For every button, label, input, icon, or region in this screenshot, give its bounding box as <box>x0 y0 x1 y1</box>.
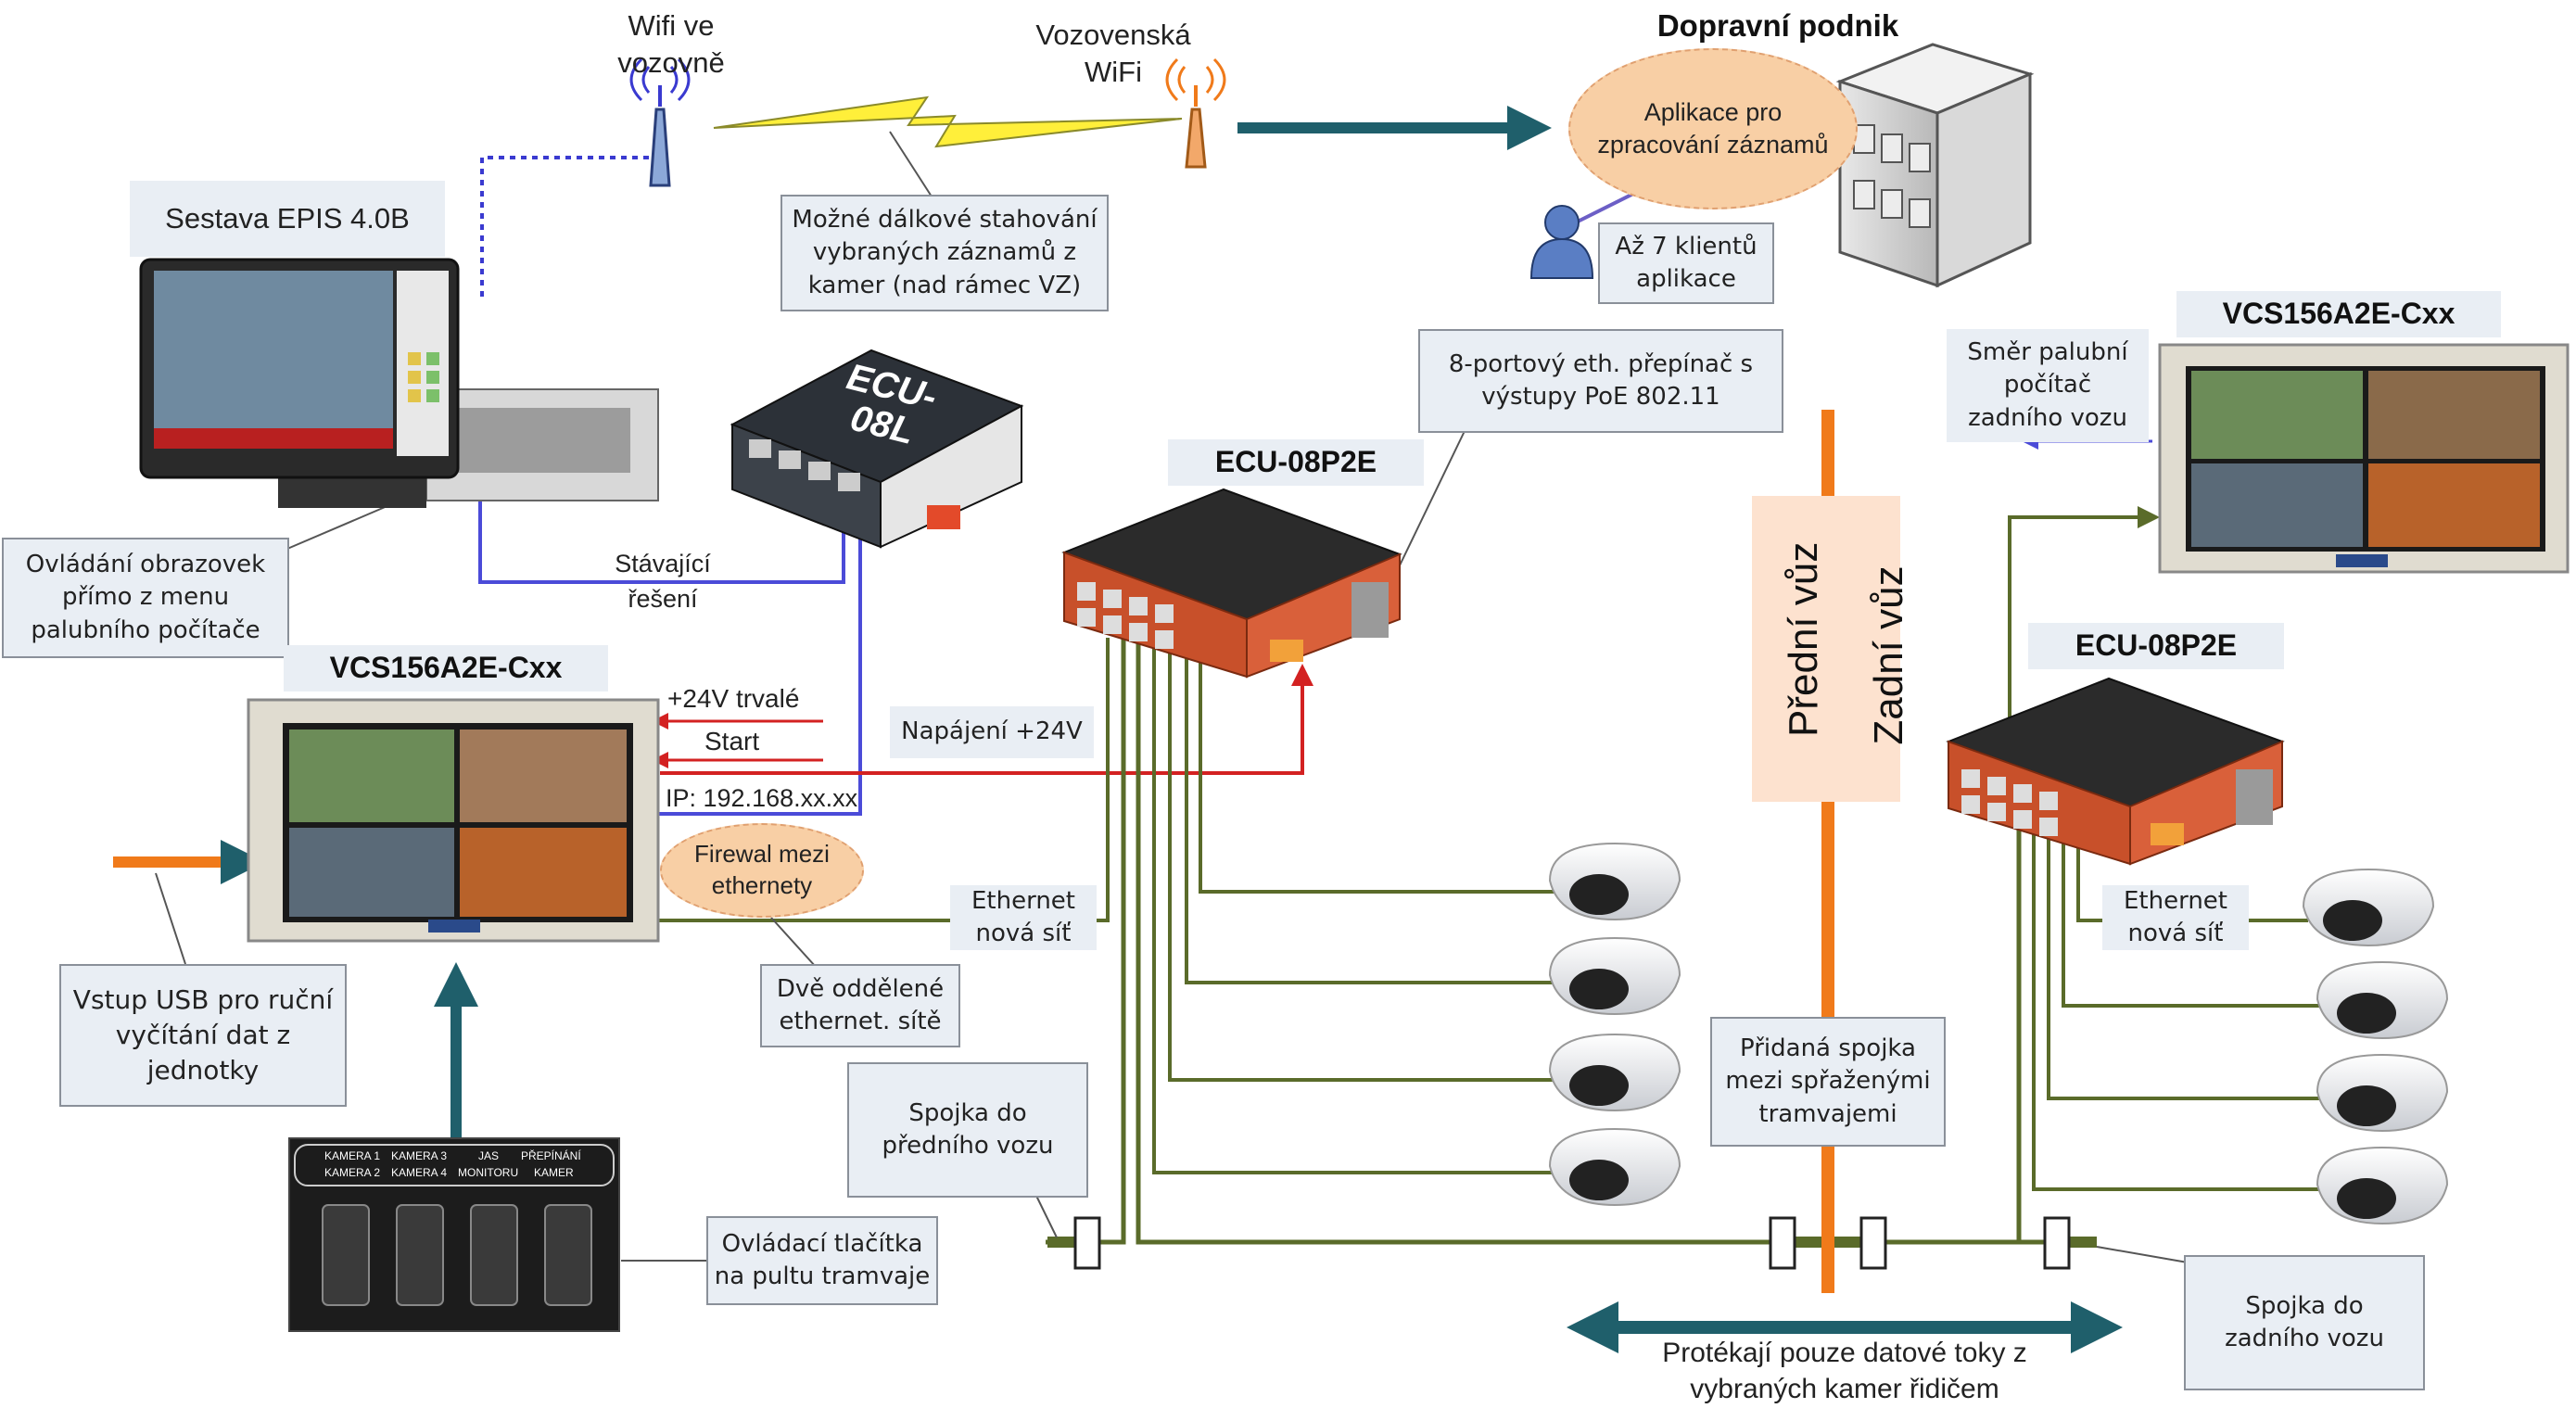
rear-cam-link-4 <box>2032 827 2322 1191</box>
camera-rear-3 <box>2316 1053 2449 1133</box>
ecu-08l-device <box>730 349 1024 549</box>
blue-link-existing <box>478 436 845 584</box>
client-user-icon <box>1529 205 1594 279</box>
firewall-ellipse: Firewal mezi ethernety <box>660 823 864 918</box>
panel-label-kamera1: KAMERA 1 <box>324 1149 381 1162</box>
pointer-switch <box>1399 430 1466 566</box>
ecu-front-title: ECU-08P2E <box>1168 439 1424 486</box>
remote-download-box: Možné dálkové stahování vybraných záznam… <box>780 195 1109 311</box>
front-cam-link-1 <box>1199 638 1557 894</box>
ethernet-front-box: Ethernet nová síť <box>950 885 1097 950</box>
coupler-front-icon <box>1073 1216 1101 1270</box>
two-networks-box: Dvě oddělené ethernet. sítě <box>760 964 960 1047</box>
panel-label-kamera3: KAMERA 3 <box>391 1149 448 1162</box>
coupler-mid-right-icon <box>1859 1216 1887 1270</box>
vcs-rear-monitor <box>2158 343 2570 574</box>
coupler-rear-icon <box>2043 1216 2071 1270</box>
napajeni-box: Napájení +24V <box>890 706 1094 758</box>
panel-label-kamera4: KAMERA 4 <box>391 1166 448 1179</box>
front-car-label: Přední vůz <box>1781 541 1826 737</box>
camera-rear-1 <box>2302 868 2435 947</box>
usb-input-box: Vstup USB pro ruční vyčítání dat z jedno… <box>59 964 347 1107</box>
screen-control-box: Ovládání obrazovek přímo z menu palubníh… <box>2 538 289 658</box>
wifi-dotted-link <box>480 148 667 297</box>
ecu-rear-title: ECU-08P2E <box>2028 623 2284 669</box>
antenna-vehicle-icon <box>629 57 691 187</box>
lightning-pointer <box>889 131 933 197</box>
panel-label-kamera2: KAMERA 2 <box>324 1166 381 1179</box>
camera-front-4 <box>1548 1127 1681 1207</box>
cross-coupler-line <box>1136 638 2056 1245</box>
ecu-08p2e-front-device <box>1061 488 1402 679</box>
power-24v-label: +24V trvalé <box>667 684 800 713</box>
ip-label: IP: 192.168.xx.xx <box>666 784 858 812</box>
direction-box: Směr palubní počítač zadního vozu <box>1947 329 2149 442</box>
wifi-depot-label: Vozovenská WiFi <box>1035 19 1191 89</box>
antenna-depot-icon <box>1165 57 1226 169</box>
red-wire-napajeni <box>660 664 1313 775</box>
epis-title: Sestava EPIS 4.0B <box>130 181 445 257</box>
control-panel <box>288 1137 620 1332</box>
camera-front-3 <box>1548 1033 1681 1112</box>
pointer-two-networks <box>770 917 817 968</box>
ethernet-rear-box: Ethernet nová síť <box>2102 885 2249 950</box>
data-flow-label: Protékají pouze datové toky z vybraných … <box>1662 1338 2027 1404</box>
panel-label-prepinani: PŘEPÍNÁNÍ <box>521 1149 581 1162</box>
camera-rear-2 <box>2316 960 2449 1040</box>
panel-label-monitoru: MONITORU <box>458 1166 519 1179</box>
coupler-front-box: Spojka do předního vozu <box>847 1062 1088 1198</box>
blue-link-ip <box>656 510 862 816</box>
epis-computer-icon <box>139 258 659 508</box>
existing-label: Stávající řešení <box>615 550 711 613</box>
pointer-usb <box>155 872 186 965</box>
camera-front-2 <box>1548 936 1681 1016</box>
vcs-rear-title: VCS156A2E-Cxx <box>2176 291 2501 337</box>
front-cam-link-3 <box>1168 638 1557 1082</box>
car-label-backdrop <box>1752 496 1900 802</box>
start-label: Start <box>704 727 760 755</box>
camera-rear-4 <box>2316 1146 2449 1225</box>
pointer-coupler-front <box>1035 1195 1058 1238</box>
pointer-coupler-rear <box>2096 1246 2189 1263</box>
wifi-vehicle-label: Wifi ve vozovně <box>617 9 725 80</box>
company-building-icon <box>1835 43 2035 288</box>
app-ellipse: Aplikace pro zpracování záznamů <box>1568 48 1858 209</box>
pointer-screen-control <box>286 504 390 550</box>
rear-cam-link-3 <box>2047 827 2322 1100</box>
front-cam-link-2 <box>1185 638 1557 984</box>
vcs-front-monitor <box>247 698 660 943</box>
switch-desc-box: 8-portový eth. přepínač s výstupy PoE 80… <box>1418 329 1783 433</box>
vcs-front-title: VCS156A2E-Cxx <box>284 645 608 691</box>
panel-label-jas: JAS <box>478 1149 500 1162</box>
company-title: Dopravní podnik <box>1656 8 1899 43</box>
clients-box: Až 7 klientů aplikace <box>1598 222 1774 304</box>
wireless-lightning <box>713 95 1183 148</box>
camera-front-1 <box>1548 842 1681 921</box>
ecu-08p2e-rear-device <box>1946 677 2285 866</box>
rear-car-label: Zadní vůz <box>1866 565 1911 745</box>
front-cam-link-4 <box>1152 638 1557 1174</box>
coupler-rear-box: Spojka do zadního vozu <box>2184 1255 2425 1390</box>
coupler-mid-left-icon <box>1769 1216 1796 1270</box>
buttons-box: Ovládací tlačítka na pultu tramvaje <box>706 1216 938 1305</box>
panel-label-kamer: KAMER <box>534 1166 574 1179</box>
ethernet-front-line <box>654 638 1110 922</box>
added-coupler-box: Přidaná spojka mezi spřaženými tramvajem… <box>1710 1017 1946 1147</box>
rear-cam-link-2 <box>2062 827 2322 1008</box>
